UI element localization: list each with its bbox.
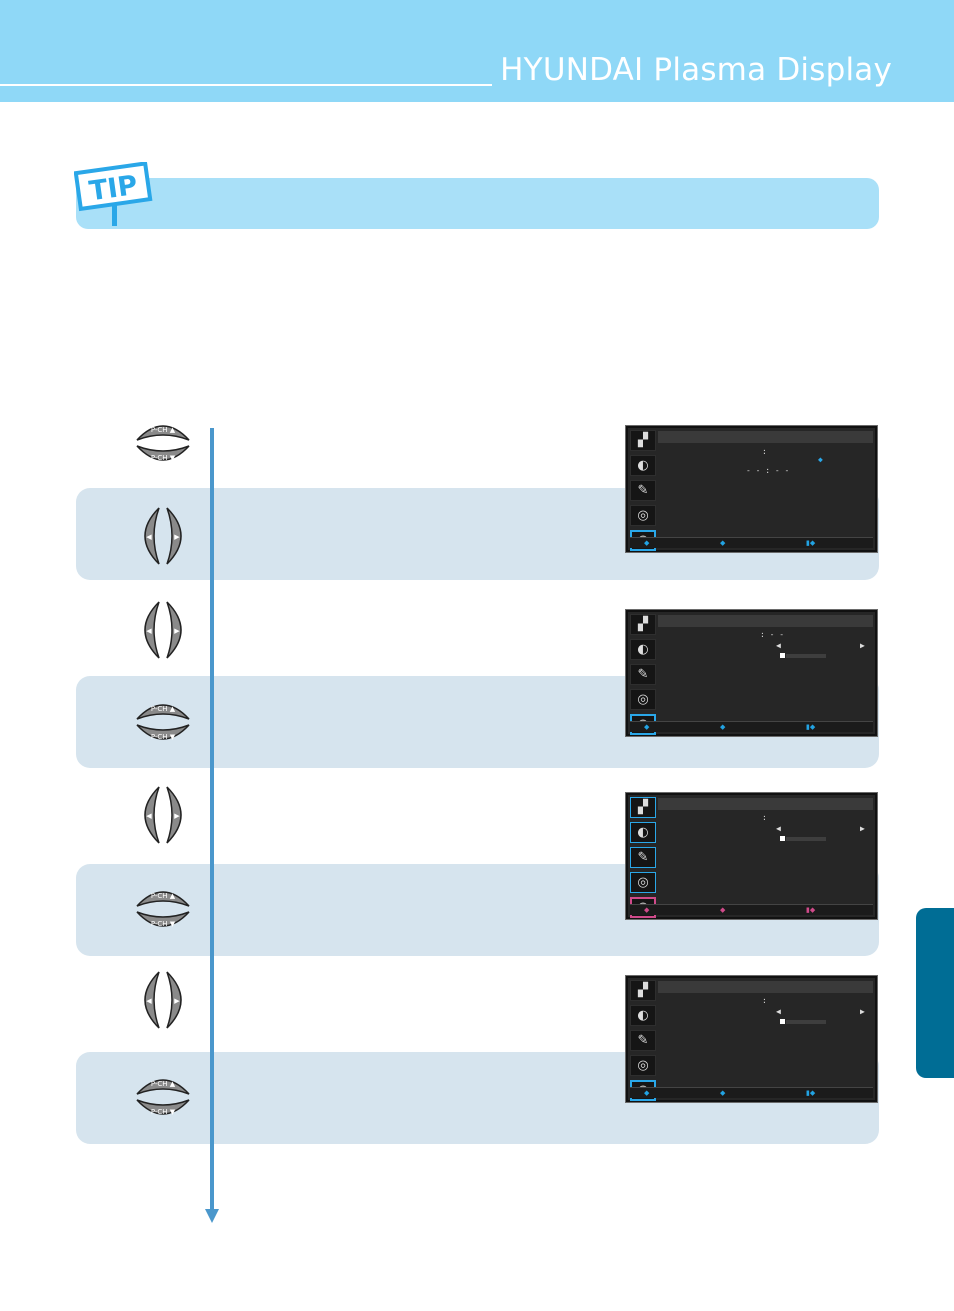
svg-text:P-CH ▼: P-CH ▼ bbox=[151, 733, 176, 741]
flow-arrow-icon bbox=[205, 1209, 219, 1223]
picture-icon: ▞ bbox=[630, 614, 656, 635]
page-header: HYUNDAI Plasma Display bbox=[0, 0, 954, 102]
svg-text:▶: ▶ bbox=[174, 533, 180, 541]
osd-titlebar bbox=[658, 431, 873, 443]
osd-screen-2: ▞ ◐ ✎ ◎ ◷ : - - ◀ ▶ ◆ ◆ ▮◆ bbox=[625, 609, 878, 737]
sound-icon: ◐ bbox=[630, 639, 656, 660]
cursor-block bbox=[780, 836, 785, 841]
osd-screen-3: ▞ ◐ ✎ ◎ ◷ : ◀ ▶ ◆ ◆ ▮◆ bbox=[625, 792, 878, 920]
osd-screen-4: ▞ ◐ ✎ ◎ ◷ : ◀ ▶ ◆ ◆ ▮◆ bbox=[625, 975, 878, 1103]
flow-line bbox=[210, 428, 214, 1212]
picture-icon: ▞ bbox=[630, 980, 656, 1001]
screen-icon: ◎ bbox=[630, 872, 656, 893]
left-right-buttons-2[interactable]: ◀ ▶ bbox=[135, 600, 191, 660]
svg-text:◀: ◀ bbox=[146, 997, 152, 1005]
header-title: HYUNDAI Plasma Display bbox=[500, 52, 892, 88]
svg-text:◀: ◀ bbox=[146, 627, 152, 635]
left-right-buttons-3[interactable]: ◀ ▶ bbox=[135, 785, 191, 845]
setup-icon: ✎ bbox=[630, 664, 656, 685]
screen-icon: ◎ bbox=[630, 689, 656, 710]
osd-footer: ◆ ◆ ▮◆ bbox=[630, 537, 873, 548]
sound-icon: ◐ bbox=[630, 455, 656, 476]
svg-text:▶: ▶ bbox=[174, 997, 180, 1005]
sound-icon: ◐ bbox=[630, 1005, 656, 1026]
left-right-buttons-4[interactable]: ◀ ▶ bbox=[135, 970, 191, 1030]
svg-text:P-CH ▲: P-CH ▲ bbox=[151, 892, 176, 900]
svg-text:◀: ◀ bbox=[146, 533, 152, 541]
sound-icon: ◐ bbox=[630, 822, 656, 843]
svg-text:P-CH ▼: P-CH ▼ bbox=[151, 920, 176, 928]
pch-buttons-1[interactable]: P-CH ▲ P-CH ▼ bbox=[133, 418, 193, 468]
svg-text:▶: ▶ bbox=[174, 627, 180, 635]
pch-buttons-3[interactable]: P-CH ▲ P-CH ▼ bbox=[133, 884, 193, 934]
select-marker: ◆ bbox=[818, 455, 823, 464]
setup-icon: ✎ bbox=[630, 1030, 656, 1051]
tip-bar bbox=[76, 178, 879, 229]
picture-icon: ▞ bbox=[630, 430, 656, 451]
value-bar bbox=[786, 837, 826, 841]
side-tab bbox=[916, 908, 954, 1078]
setup-icon: ✎ bbox=[630, 480, 656, 501]
svg-text:P-CH ▼: P-CH ▼ bbox=[151, 454, 176, 462]
svg-text:P-CH ▼: P-CH ▼ bbox=[151, 1108, 176, 1116]
pch-buttons-4[interactable]: P-CH ▲ P-CH ▼ bbox=[133, 1072, 193, 1122]
value-bar bbox=[786, 654, 826, 658]
svg-text:P-CH ▲: P-CH ▲ bbox=[151, 705, 176, 713]
screen-icon: ◎ bbox=[630, 1055, 656, 1076]
cursor-block bbox=[780, 1019, 785, 1024]
svg-text:P-CH ▲: P-CH ▲ bbox=[151, 426, 176, 434]
left-right-buttons-1[interactable]: ◀ ▶ bbox=[135, 506, 191, 566]
picture-icon: ▞ bbox=[630, 797, 656, 818]
svg-text:◀: ◀ bbox=[146, 812, 152, 820]
screen-icon: ◎ bbox=[630, 505, 656, 526]
setup-icon: ✎ bbox=[630, 847, 656, 868]
tip-label: TIP bbox=[87, 170, 139, 207]
pch-buttons-2[interactable]: P-CH ▲ P-CH ▼ bbox=[133, 697, 193, 747]
value-bar bbox=[786, 1020, 826, 1024]
osd-screen-1: ▞ ◐ ✎ ◎ ◷ : ◆ - - : - - ◆ ◆ ▮◆ bbox=[625, 425, 878, 553]
tip-sign-icon: TIP bbox=[74, 162, 153, 226]
svg-text:▶: ▶ bbox=[174, 812, 180, 820]
header-rule bbox=[0, 84, 492, 86]
svg-text:P-CH ▲: P-CH ▲ bbox=[151, 1080, 176, 1088]
cursor-block bbox=[780, 653, 785, 658]
